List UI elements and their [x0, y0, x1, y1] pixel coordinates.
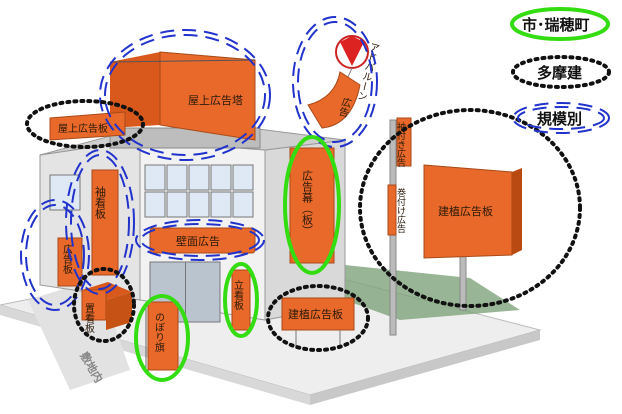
- upright-sign: 立看板: [231, 269, 251, 331]
- rooftop-ad-tower: 屋上広告塔: [109, 51, 256, 141]
- outline-curtain: [283, 135, 341, 275]
- legend-scale-label: 規模別: [537, 110, 582, 128]
- pole-wrapped-sign: 巻付け広告: [387, 184, 406, 236]
- legend-city-label: 市･瑞穂町: [522, 16, 590, 34]
- scale-outlines: [20, 16, 378, 311]
- nobori-flag: のぼり旗: [145, 301, 179, 372]
- ad-balloon: 広告 アドバルーン: [307, 35, 380, 129]
- upright-label: 立看板: [232, 279, 244, 311]
- rooftop-ad-board: 屋上広告板: [49, 111, 126, 141]
- outline-wall-ad: [135, 219, 265, 261]
- rooftop-tower-label: 屋上広告塔: [188, 94, 243, 107]
- ground-ad-board: 建植広告板: [281, 297, 355, 348]
- protruding-sign: 袖看板: [91, 169, 119, 276]
- pole-attached-sign: 袖付き広告: [395, 117, 412, 168]
- ground-sign-small: 置看板: [81, 282, 132, 334]
- legend-tama: 多摩建: [511, 55, 611, 89]
- ad-curtain: 広告幕（板）: [289, 147, 335, 264]
- legend-tama-label: 多摩建: [537, 64, 583, 82]
- outline-ground-small: [72, 267, 136, 343]
- outline-side-wall: [20, 199, 90, 311]
- tama-outlines: [25, 99, 582, 352]
- ground-board-label: 建植広告板: [288, 307, 343, 321]
- outline-upright: [223, 262, 259, 338]
- wall-ad-label: 壁面広告: [176, 234, 220, 248]
- pole-wrapped-label: 巻付け広告: [395, 187, 406, 234]
- legend-city: 市･瑞穂町: [510, 7, 610, 41]
- legend: 市･瑞穂町 多摩建 規模別: [510, 7, 611, 134]
- windows: [49, 164, 254, 281]
- outline-ground-board: [266, 284, 370, 352]
- rooftop-board-label: 屋上広告板: [58, 122, 108, 135]
- city-outlines: [134, 135, 341, 382]
- ground-board-big-label: 建植広告板: [438, 204, 493, 218]
- legend-scale: 規模別: [512, 102, 610, 134]
- outline-billboard: [358, 108, 582, 308]
- curtain-label: 広告幕（板）: [301, 170, 314, 236]
- standing-billboard: 建植広告板: [423, 164, 522, 259]
- pole-attached-label: 袖付き広告: [395, 121, 406, 168]
- outline-flag: [134, 294, 190, 382]
- flag-label: のぼり旗: [153, 312, 165, 353]
- outline-rooftop-board: [25, 99, 145, 149]
- outline-rooftop-tower: [99, 29, 271, 161]
- outline-balloon: [292, 16, 378, 148]
- outline-protruding: [65, 149, 135, 295]
- protruding-label: 袖看板: [94, 185, 107, 220]
- ground-small-label: 置看板: [83, 303, 95, 334]
- wall-ad: 壁面広告: [149, 227, 256, 254]
